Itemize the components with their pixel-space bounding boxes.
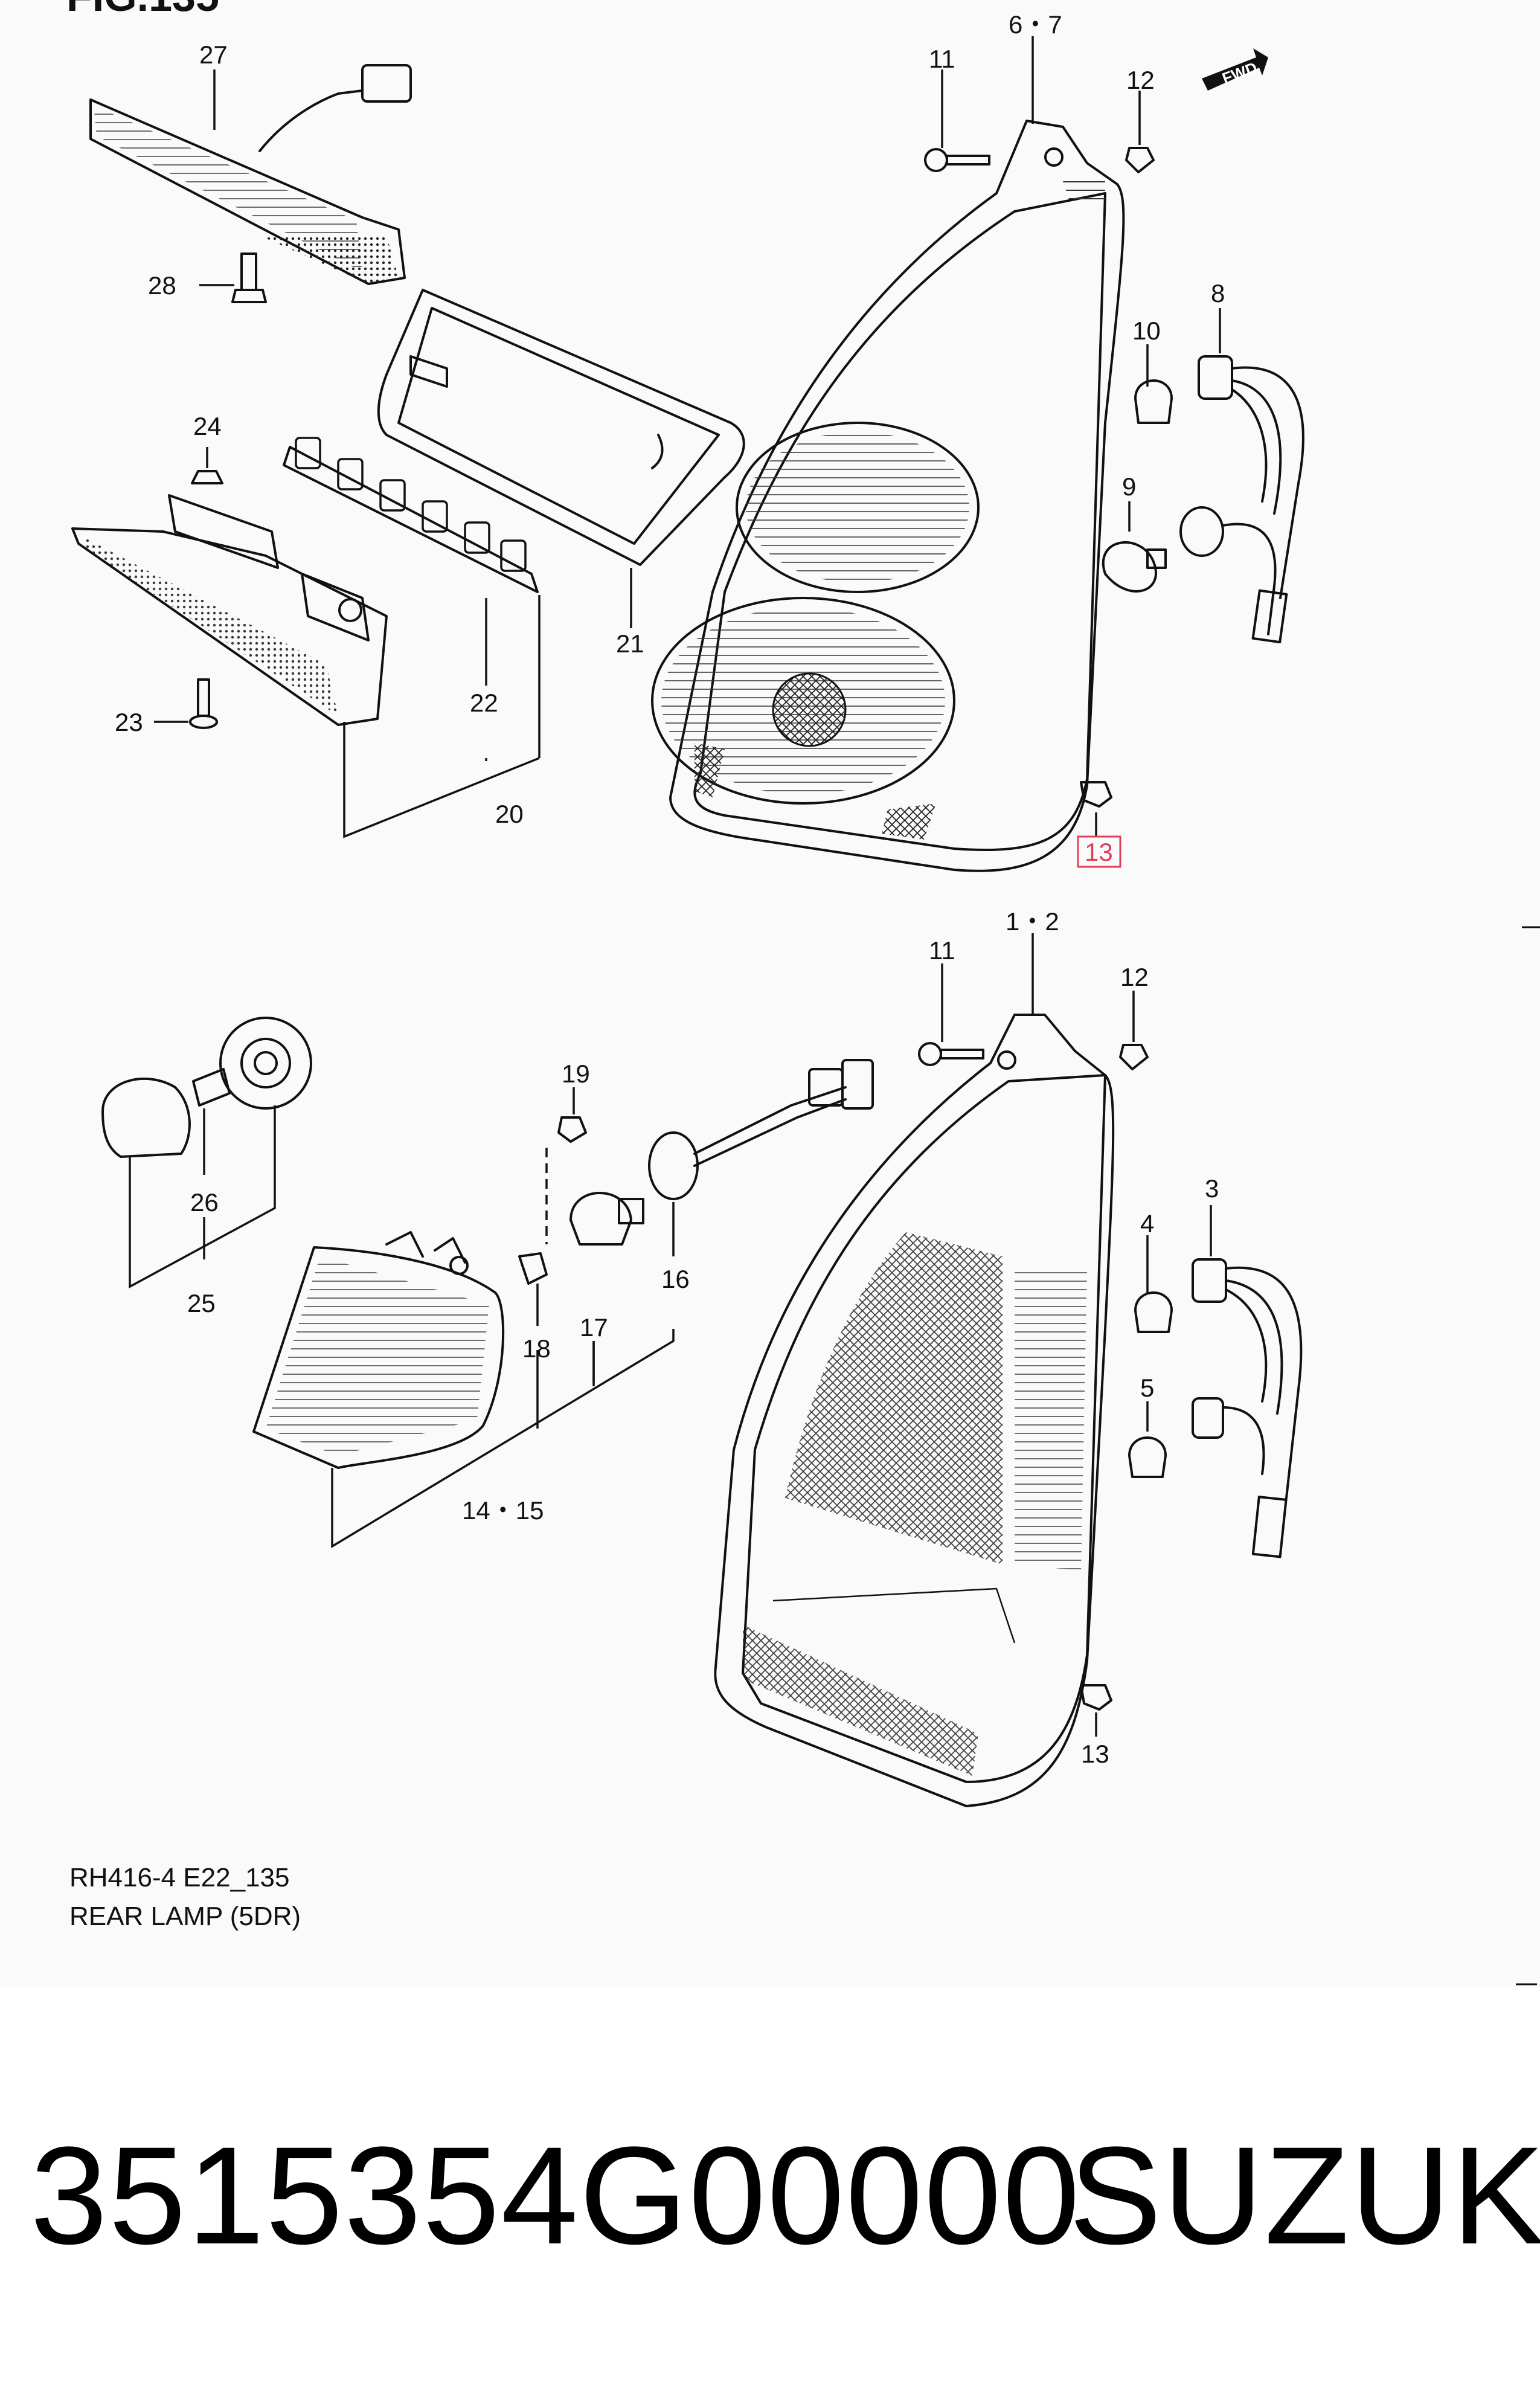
bulb-10 — [1134, 344, 1173, 424]
callout-3: 3 — [1205, 1174, 1219, 1203]
rear-combination-lamp-1-2 — [714, 933, 1115, 1807]
screw-11-top — [924, 69, 990, 172]
clip-19 — [545, 1087, 587, 1244]
lamp-cover-21 — [377, 289, 745, 628]
callout-12-bottom: 12 — [1120, 963, 1149, 991]
caption-code: RH416-4 E22_135 — [69, 1863, 289, 1892]
socket-harness-3 — [1192, 1205, 1303, 1558]
clip-12-bottom — [1119, 991, 1149, 1070]
callout-13-bottom: 13 — [1081, 1740, 1109, 1768]
lamp-housing-20 — [71, 494, 388, 726]
rear-combination-lamp-6-7 — [651, 36, 1125, 872]
socket-harness-8 — [1198, 308, 1304, 599]
callout-19: 19 — [562, 1059, 590, 1088]
callout-27: 27 — [199, 40, 228, 69]
callout-21: 21 — [616, 629, 644, 658]
callout-23: 23 — [115, 708, 143, 736]
callout-9: 9 — [1122, 472, 1136, 501]
clip-18 — [518, 1252, 548, 1326]
callout-17: 17 — [580, 1313, 608, 1342]
callout-22: 22 — [470, 689, 498, 717]
callout-16: 16 — [661, 1265, 690, 1293]
bolt-28 — [199, 252, 267, 303]
callout-labels: 27 28 24 23 22 20 21 11 6・7 12 10 8 9 13… — [115, 10, 1225, 1768]
harness-socket-16 — [648, 1059, 874, 1256]
socket-9-harness — [1179, 506, 1288, 644]
high-mount-stop-lamp-27 — [89, 64, 412, 285]
screw-23 — [154, 678, 218, 729]
back-up-lamp-14-15 — [252, 1231, 675, 1549]
exploded-view-svg: FIG.135 — [66, 0, 1540, 1985]
callout-20: 20 — [495, 800, 524, 828]
highlighted-callout-box — [1077, 835, 1121, 868]
callout-11-top: 11 — [929, 45, 955, 73]
bulb-4 — [1134, 1235, 1173, 1333]
socket-5 — [1192, 1397, 1265, 1475]
bulb-9 — [1102, 501, 1167, 593]
clip-13-top — [1080, 781, 1112, 837]
callout-4: 4 — [1140, 1209, 1154, 1238]
callout-14-15: 14・15 — [462, 1496, 544, 1525]
clip-13-bottom — [1080, 1684, 1112, 1737]
bracket-20 — [343, 722, 540, 838]
callout-10: 10 — [1132, 317, 1161, 345]
part-number: 3515354G00000 — [30, 2118, 1081, 2273]
brand-name: SUZUKI — [1069, 2118, 1540, 2273]
screw-11-bottom — [918, 963, 984, 1066]
callout-12-top: 12 — [1126, 66, 1155, 94]
figure-header: FIG.135 — [66, 0, 219, 20]
callout-11-bottom: 11 — [929, 936, 955, 965]
bulb-17 — [569, 1192, 644, 1383]
callout-28: 28 — [148, 271, 176, 300]
lens-cap-26-group — [101, 1017, 312, 1288]
fwd-badge-text: FWD — [1220, 59, 1260, 88]
callout-26: 26 — [190, 1188, 219, 1217]
bulb-socket-strip-22 — [283, 437, 541, 758]
fwd-badge: FWD — [1202, 48, 1268, 91]
callout-18: 18 — [522, 1334, 551, 1363]
callout-1-2: 1・2 — [1006, 907, 1059, 936]
callout-13-highlighted: 13 — [1085, 838, 1113, 866]
callout-5: 5 — [1140, 1374, 1154, 1402]
clip-12-top — [1125, 91, 1155, 173]
callout-8: 8 — [1211, 279, 1225, 307]
footer — [0, 1987, 1540, 2392]
caption-title: REAR LAMP (5DR) — [69, 1902, 301, 1931]
bulb-5 — [1128, 1401, 1167, 1478]
callout-25: 25 — [187, 1289, 216, 1317]
callout-24: 24 — [193, 412, 222, 440]
nut-24 — [191, 447, 223, 484]
parts-diagram: FIG.135 — [66, 0, 1540, 1985]
callout-6-7: 6・7 — [1009, 10, 1062, 39]
